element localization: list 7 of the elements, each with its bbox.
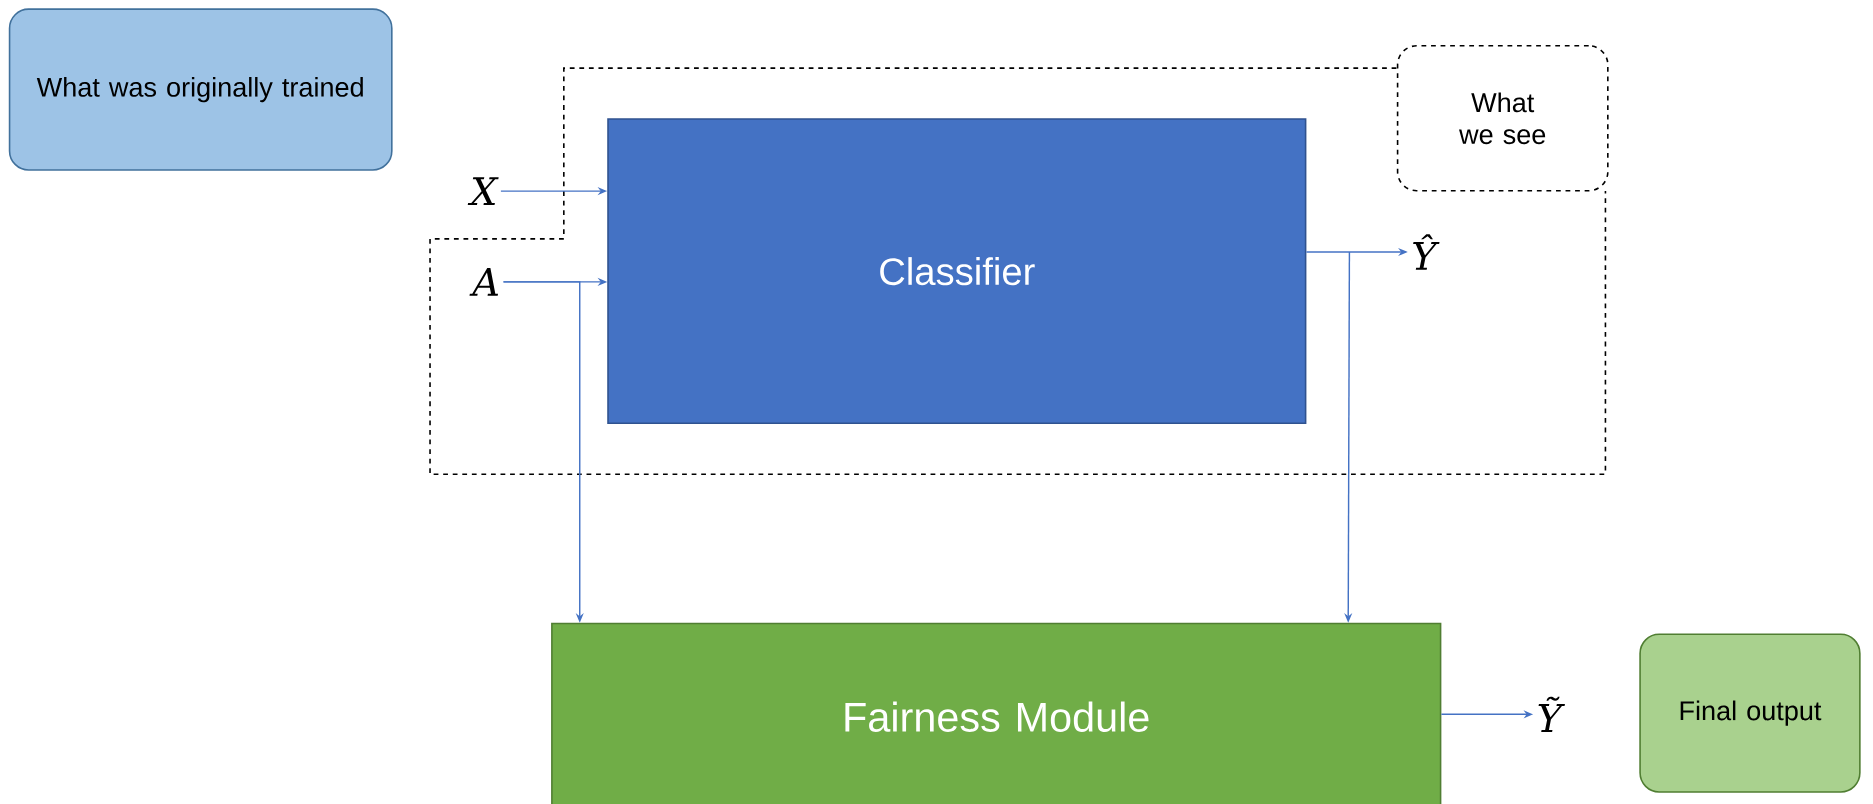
label-box: What was originally trained <box>8 8 393 171</box>
variable-label: Ŷ <box>1413 234 1440 270</box>
process-box: Fairness Module <box>551 622 1442 804</box>
variable-label: A <box>469 268 499 296</box>
label-box: Final output <box>1639 633 1861 793</box>
variable-label: Ỹ <box>1538 696 1565 732</box>
process-box: Classifier <box>607 118 1307 425</box>
